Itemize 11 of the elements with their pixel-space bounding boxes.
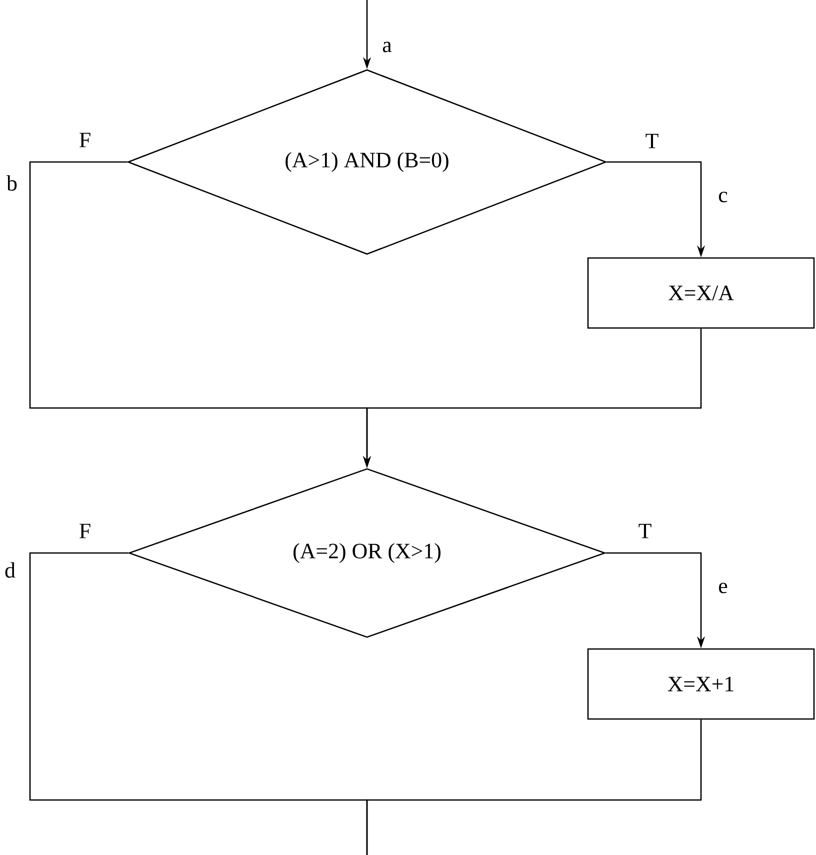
path-label: b xyxy=(6,175,17,191)
edge-label: F xyxy=(78,132,92,148)
path-label: d xyxy=(5,562,16,578)
process-box: X=X/A xyxy=(587,257,815,329)
edge-label: T xyxy=(644,132,660,150)
path-label: e xyxy=(719,582,728,594)
process-box: X=X+1 xyxy=(587,648,815,720)
edge-label: a xyxy=(381,40,393,54)
edge-label: T xyxy=(637,522,653,540)
edge-label: F xyxy=(78,522,92,540)
path-label: c xyxy=(718,192,728,202)
